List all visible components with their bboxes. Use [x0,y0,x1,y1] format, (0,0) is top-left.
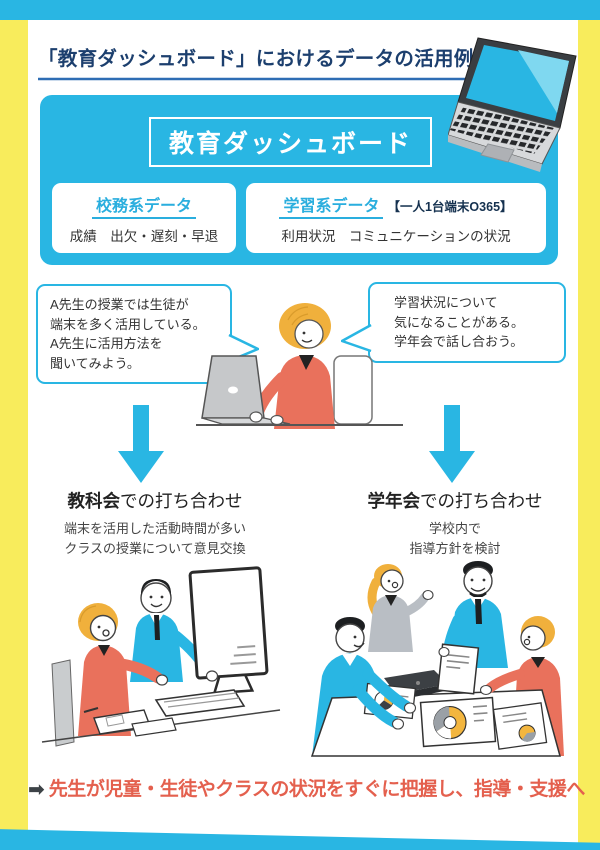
conclusion-line: ➡先生が児童・生徒やクラスの状況をすぐに把握し、指導・支援へ [28,774,585,802]
two-teachers-at-monitor-illustration [41,566,281,747]
data-source-row: 校務系データ 成績 出欠・遅刻・早退 学習系データ【一人1台端末O365】 利用… [52,183,546,253]
down-arrow-icon [118,405,164,483]
learning-data-heading: 学習系データ【一人1台端末O365】 [246,192,546,219]
four-teachers-meeting-illustration [310,561,564,757]
teacher-at-laptop-illustration [196,303,403,429]
page-title: 「教育ダッシュボード」におけるデータの活用例 [38,48,474,70]
dashboard-panel: 教育ダッシュボード 校務系データ 成績 出欠・遅刻・早退 学習系データ【一人1台… [40,95,558,265]
subject-meeting-desc: 端末を活用した活動時間が多い クラスの授業について意見交換 [63,521,246,557]
learning-data-suffix: 【一人1台端末O365】 [387,200,513,214]
speech-bubble-subject: A先生の授業では生徒が 端末を多く活用している。 A先生に活用方法を 聞いてみよ… [36,284,259,384]
bubble-line: 学年会で話し合おう。 [394,334,524,349]
bubble-line: 学習状況について [394,295,498,310]
bubble-line: 端末を多く活用している。 [50,316,206,332]
grade-meeting-heading: 学年会での打ち合わせ [367,491,543,511]
subject-meeting-heading: 教科会での打ち合わせ [67,491,243,511]
school-affairs-data-box: 校務系データ 成績 出欠・遅刻・早退 [52,183,236,253]
learning-data-items: 利用状況 コミュニケーションの状況 [281,229,511,244]
speech-bubble-grade: 学習状況について 気になることがある。 学年会で話し合おう。 [341,282,566,363]
bubble-tail-icon [341,324,373,352]
grade-meeting-block: 学年会での打ち合わせ 学校内で 指導方針を検討 [345,488,565,559]
dashboard-title-box: 教育ダッシュボード [149,117,433,167]
down-arrow-icon [429,405,475,483]
laptop-icon [448,37,577,172]
subject-meeting-block: 教科会での打ち合わせ 端末を活用した活動時間が多い クラスの授業について意見交換 [35,488,275,559]
bubble-line: 聞いてみよう。 [50,355,140,371]
learning-data-box: 学習系データ【一人1台端末O365】 利用状況 コミュニケーションの状況 [246,183,546,253]
title-underline-arrow-icon [38,73,489,86]
bubble-line: A先生に活用方法を [50,336,163,351]
conclusion-text: 先生が児童・生徒やクラスの状況をすぐに把握し、指導・支援へ [48,779,586,800]
top-accent-bar [0,0,600,20]
bubble-line: A先生の授業では生徒が [50,297,189,312]
bubble-line: 気になることがある。 [394,314,525,330]
school-affairs-heading: 校務系データ [52,192,236,219]
conclusion-arrow-icon: ➡ [28,779,45,801]
school-affairs-items: 成績 出欠・遅刻・早退 [69,229,219,244]
grade-meeting-desc: 学校内で 指導方針を検討 [409,521,501,557]
